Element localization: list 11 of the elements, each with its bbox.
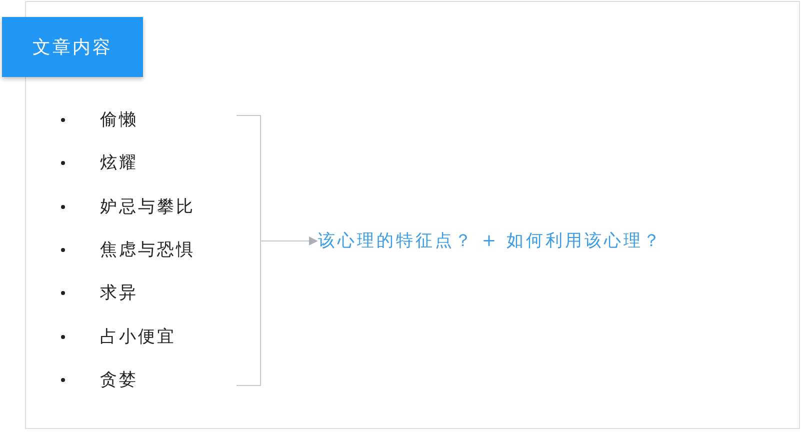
list-item: 求异: [100, 282, 138, 304]
list-item: 妒忌与攀比: [100, 196, 195, 218]
callout-text: 该心理的特征点？ + 如何利用该心理？: [318, 230, 663, 252]
arrow: [260, 236, 318, 246]
list-item: 占小便宜: [100, 326, 176, 348]
bracket: [236, 115, 261, 386]
list-item: 偷懒: [100, 109, 138, 131]
list-item: 炫耀: [100, 152, 138, 174]
list-item: 焦虑与恐惧: [100, 238, 195, 261]
list-item: 贪婪: [100, 368, 138, 391]
section-tab: 文章内容: [2, 17, 143, 77]
